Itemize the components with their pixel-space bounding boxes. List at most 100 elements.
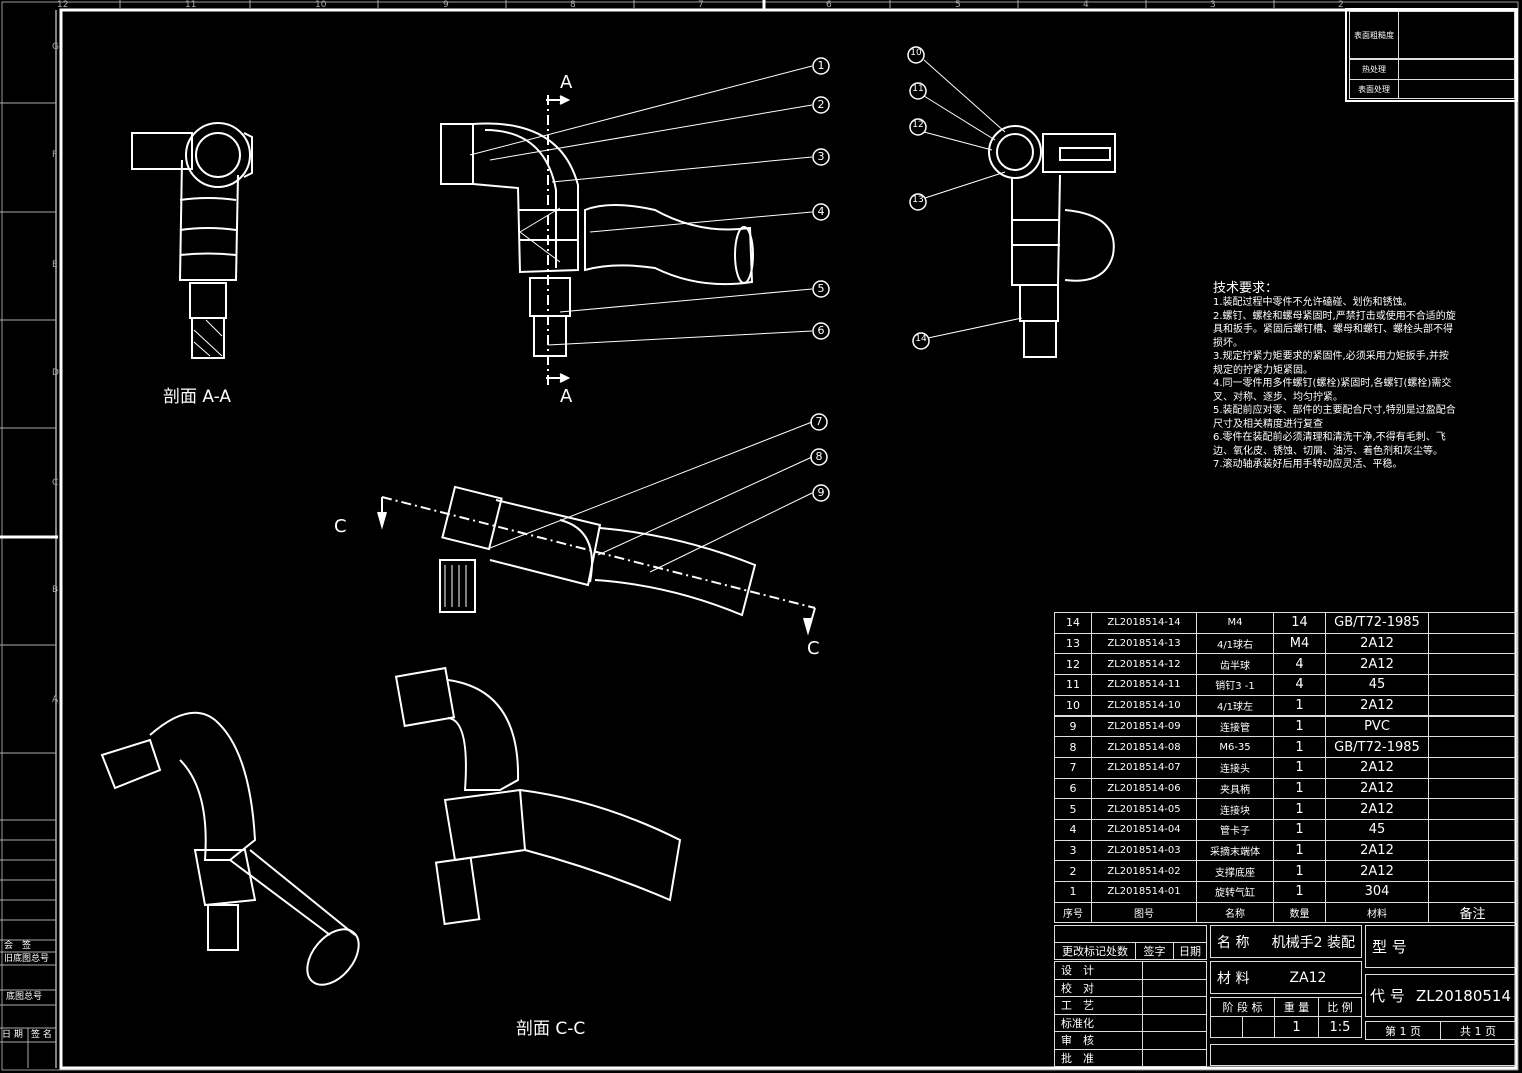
bom-cell-material: 45 [1325, 674, 1429, 696]
stage-value-1 [1210, 1016, 1243, 1038]
bom-cell-part-no: ZL2018514-14 [1091, 612, 1197, 634]
bom-cell-remark [1428, 777, 1517, 800]
view-side [988, 125, 1116, 358]
balloon-2: 2 [817, 98, 825, 111]
zone-label-top: 8 [570, 0, 576, 10]
cut-a-bottom-label: A [560, 386, 573, 407]
bom-cell-material: 2A12 [1325, 798, 1429, 820]
name-label: 名 称 [1217, 934, 1250, 951]
bom-cell-remark [1428, 715, 1517, 738]
bom-cell-qty: 1 [1273, 881, 1326, 903]
bom-cell-part-no: ZL2018514-11 [1091, 674, 1197, 696]
bom-header-name: 名称 [1196, 901, 1274, 923]
bom-cell-index: 10 [1054, 694, 1092, 717]
zone-label-left: E [52, 260, 58, 270]
bom-cell-part-no: ZL2018514-09 [1091, 715, 1197, 738]
view-front [440, 95, 754, 385]
bom-cell-qty: 1 [1273, 715, 1326, 738]
balloon-12: 12 [912, 120, 924, 130]
stage-label: 阶 段 标 [1210, 997, 1275, 1017]
balloon-3: 3 [817, 150, 825, 163]
role-signature [1142, 961, 1207, 980]
bom-cell-qty: 4 [1273, 674, 1326, 696]
bom-cell-part-no: ZL2018514-04 [1091, 819, 1197, 841]
zone-label-top: 11 [185, 0, 197, 10]
sign-strip-label: 签 名 [31, 1030, 52, 1040]
view-iso-left [100, 711, 360, 986]
leader-lines [469, 59, 1023, 573]
bom-cell-index: 12 [1054, 653, 1092, 676]
bom-cell-index: 5 [1054, 798, 1092, 820]
role-label: 标准化 [1054, 1013, 1143, 1032]
bom-header-remark: 备注 [1428, 901, 1517, 923]
cut-a-top-label: A [560, 72, 573, 93]
bom-cell-name: M6-35 [1196, 736, 1274, 758]
zone-label-left: A [52, 695, 59, 705]
zone-label-left: G [52, 42, 59, 52]
bom-cell-material: 2A12 [1325, 653, 1429, 676]
technical-requirements: 技术要求： 1.装配过程中零件不允许磕碰、划伤和锈蚀。2.螺钉、螺栓和螺母紧固时… [1213, 281, 1458, 472]
stage-value-2 [1242, 1016, 1275, 1038]
role-label: 批 准 [1054, 1048, 1143, 1067]
zone-label-top: 7 [698, 0, 704, 10]
role-signature [1142, 1048, 1207, 1067]
bom-cell-name: 4/1球左 [1196, 694, 1274, 717]
bom-cell-material: 45 [1325, 819, 1429, 841]
bom-cell-qty: 1 [1273, 839, 1326, 862]
bom-cell-qty: 1 [1273, 736, 1326, 758]
old-drawing-no-label: 旧底图总号 [4, 954, 50, 964]
bom-cell-name: 连接管 [1196, 715, 1274, 738]
section-aa-label: 剖面 A-A [163, 387, 232, 407]
bom-cell-remark [1428, 881, 1517, 903]
balloon-5: 5 [817, 282, 825, 295]
role-label: 审 核 [1054, 1031, 1143, 1050]
bom-cell-remark [1428, 819, 1517, 841]
bom-cell-name: 齿半球 [1196, 653, 1274, 676]
bom-cell-qty: 1 [1273, 777, 1326, 800]
zone-label-top: 9 [443, 0, 449, 10]
bom-cell-name: 支撑底座 [1196, 860, 1274, 883]
view-section-aa [131, 122, 253, 359]
bom-cell-name: 连接块 [1196, 798, 1274, 820]
role-label: 工 艺 [1054, 996, 1143, 1015]
bom-cell-qty: 1 [1273, 860, 1326, 883]
drawing-border [59, 8, 1518, 1070]
bom-cell-qty: 4 [1273, 653, 1326, 676]
cut-c-left-label: C [334, 516, 347, 537]
bom-cell-name: 夹具柄 [1196, 777, 1274, 800]
bom-cell-material: 2A12 [1325, 860, 1429, 883]
bom-cell-remark [1428, 632, 1517, 655]
bom-cell-name: 采摘末端体 [1196, 839, 1274, 862]
zone-ticks [0, 0, 1275, 1068]
total-sheets: 共 1 页 [1440, 1021, 1516, 1040]
bom-cell-name: 销钉3 -1 [1196, 674, 1274, 696]
bom-cell-remark [1428, 860, 1517, 883]
tech-req-title: 技术要求： [1213, 281, 1279, 296]
sheet-number: 第 1 页 [1365, 1021, 1441, 1040]
bom-cell-part-no: ZL2018514-01 [1091, 881, 1197, 903]
view-iso-right [394, 666, 682, 926]
bom-cell-material: 2A12 [1325, 694, 1429, 717]
countersign-label: 会 签 [4, 941, 32, 951]
bom-cell-remark [1428, 653, 1517, 676]
zone-label-left: C [52, 478, 59, 488]
zone-label-left: F [52, 150, 58, 160]
weight-label: 重 量 [1274, 997, 1319, 1017]
heat-treatment-value [1398, 59, 1515, 80]
bom-cell-index: 2 [1054, 860, 1092, 883]
view-c-c [377, 485, 816, 636]
bom-header-qty: 数量 [1273, 901, 1326, 923]
bom-cell-remark [1428, 694, 1517, 717]
bom-cell-part-no: ZL2018514-02 [1091, 860, 1197, 883]
code-label: 代 号 [1370, 987, 1405, 1005]
bom-cell-qty: 1 [1273, 756, 1326, 779]
bom-cell-name: 连接头 [1196, 756, 1274, 779]
name-value: 机械手2 装配 [1271, 934, 1355, 951]
code-value: ZL20180514 [1416, 986, 1511, 1005]
bom-cell-material: 2A12 [1325, 756, 1429, 779]
surface-treatment-value [1398, 79, 1515, 99]
bom-cell-remark [1428, 756, 1517, 779]
bom-cell-name: 旋转气缸 [1196, 881, 1274, 903]
bom-cell-qty: 14 [1273, 612, 1326, 634]
